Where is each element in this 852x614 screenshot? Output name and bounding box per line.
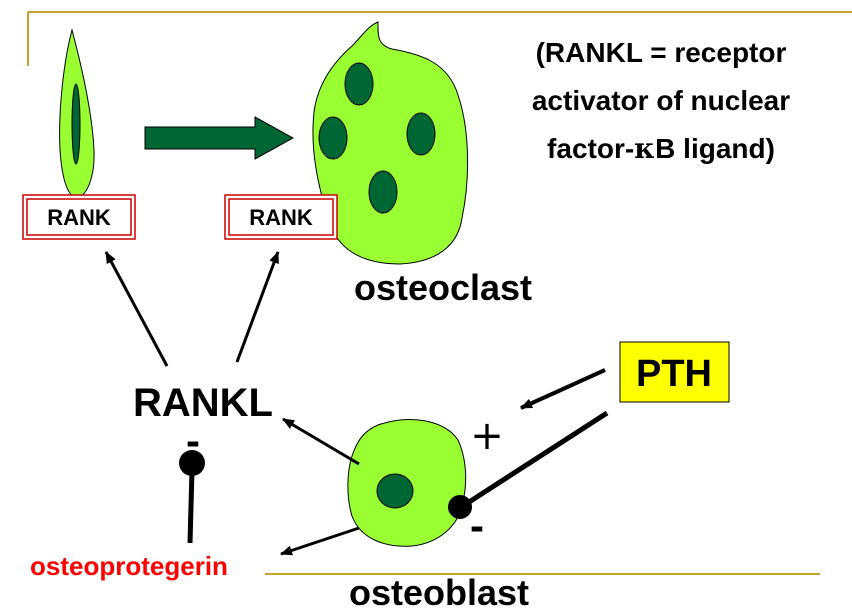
pth-minus-sign: -: [470, 502, 484, 549]
osteoclast-nucleus-2: [318, 116, 348, 160]
differentiation-arrow: [144, 116, 295, 160]
rankl-label: RANKL: [133, 381, 273, 425]
rank-box-left: RANK: [22, 194, 136, 240]
osteoclast-nucleus-3: [406, 112, 436, 156]
pth-box: [619, 341, 730, 403]
precursor-nucleus: [71, 83, 81, 165]
definition-line-3: factor-κB ligand): [547, 132, 775, 165]
inhibition-dot-rankl: [179, 450, 205, 476]
osteoblast-to-osteoprotegerin-arrow: [280, 526, 360, 556]
osteoclast-nucleus-1: [344, 62, 374, 106]
osteoclast-nucleus-4: [368, 170, 398, 214]
rankl-to-rank-left-arrow: [104, 251, 169, 367]
rank-right-label: RANK: [249, 205, 313, 230]
top-rule: [27, 11, 852, 66]
osteoclast-label: osteoclast: [354, 267, 532, 308]
osteoblast-label: osteoblast: [349, 572, 529, 613]
osteoblast-nucleus: [376, 473, 414, 509]
rankl-to-rank-right-arrow: [235, 251, 280, 363]
pth-stimulation-arrow: [520, 368, 606, 410]
rank-left-label: RANK: [47, 205, 111, 230]
definition-line-1: (RANKL = receptor: [536, 37, 787, 68]
pth-label: PTH: [636, 353, 712, 395]
osteoprotegerin-label: osteoprotegerin: [30, 551, 228, 581]
osteoblast-to-rankl-arrow: [282, 417, 360, 466]
definition-line-2: activator of nuclear: [532, 85, 790, 116]
precursor-cell: [59, 28, 95, 199]
osteoclast-cell: [312, 21, 469, 265]
plus-sign: +: [470, 413, 504, 459]
osteoprotegerin-inhibition-line: [187, 469, 195, 544]
inhibition-dot-osteoblast: [448, 495, 472, 519]
pth-inhibition-line: [464, 410, 609, 507]
osteoblast-cell: [347, 419, 467, 547]
rank-box-right: RANK: [224, 194, 338, 240]
